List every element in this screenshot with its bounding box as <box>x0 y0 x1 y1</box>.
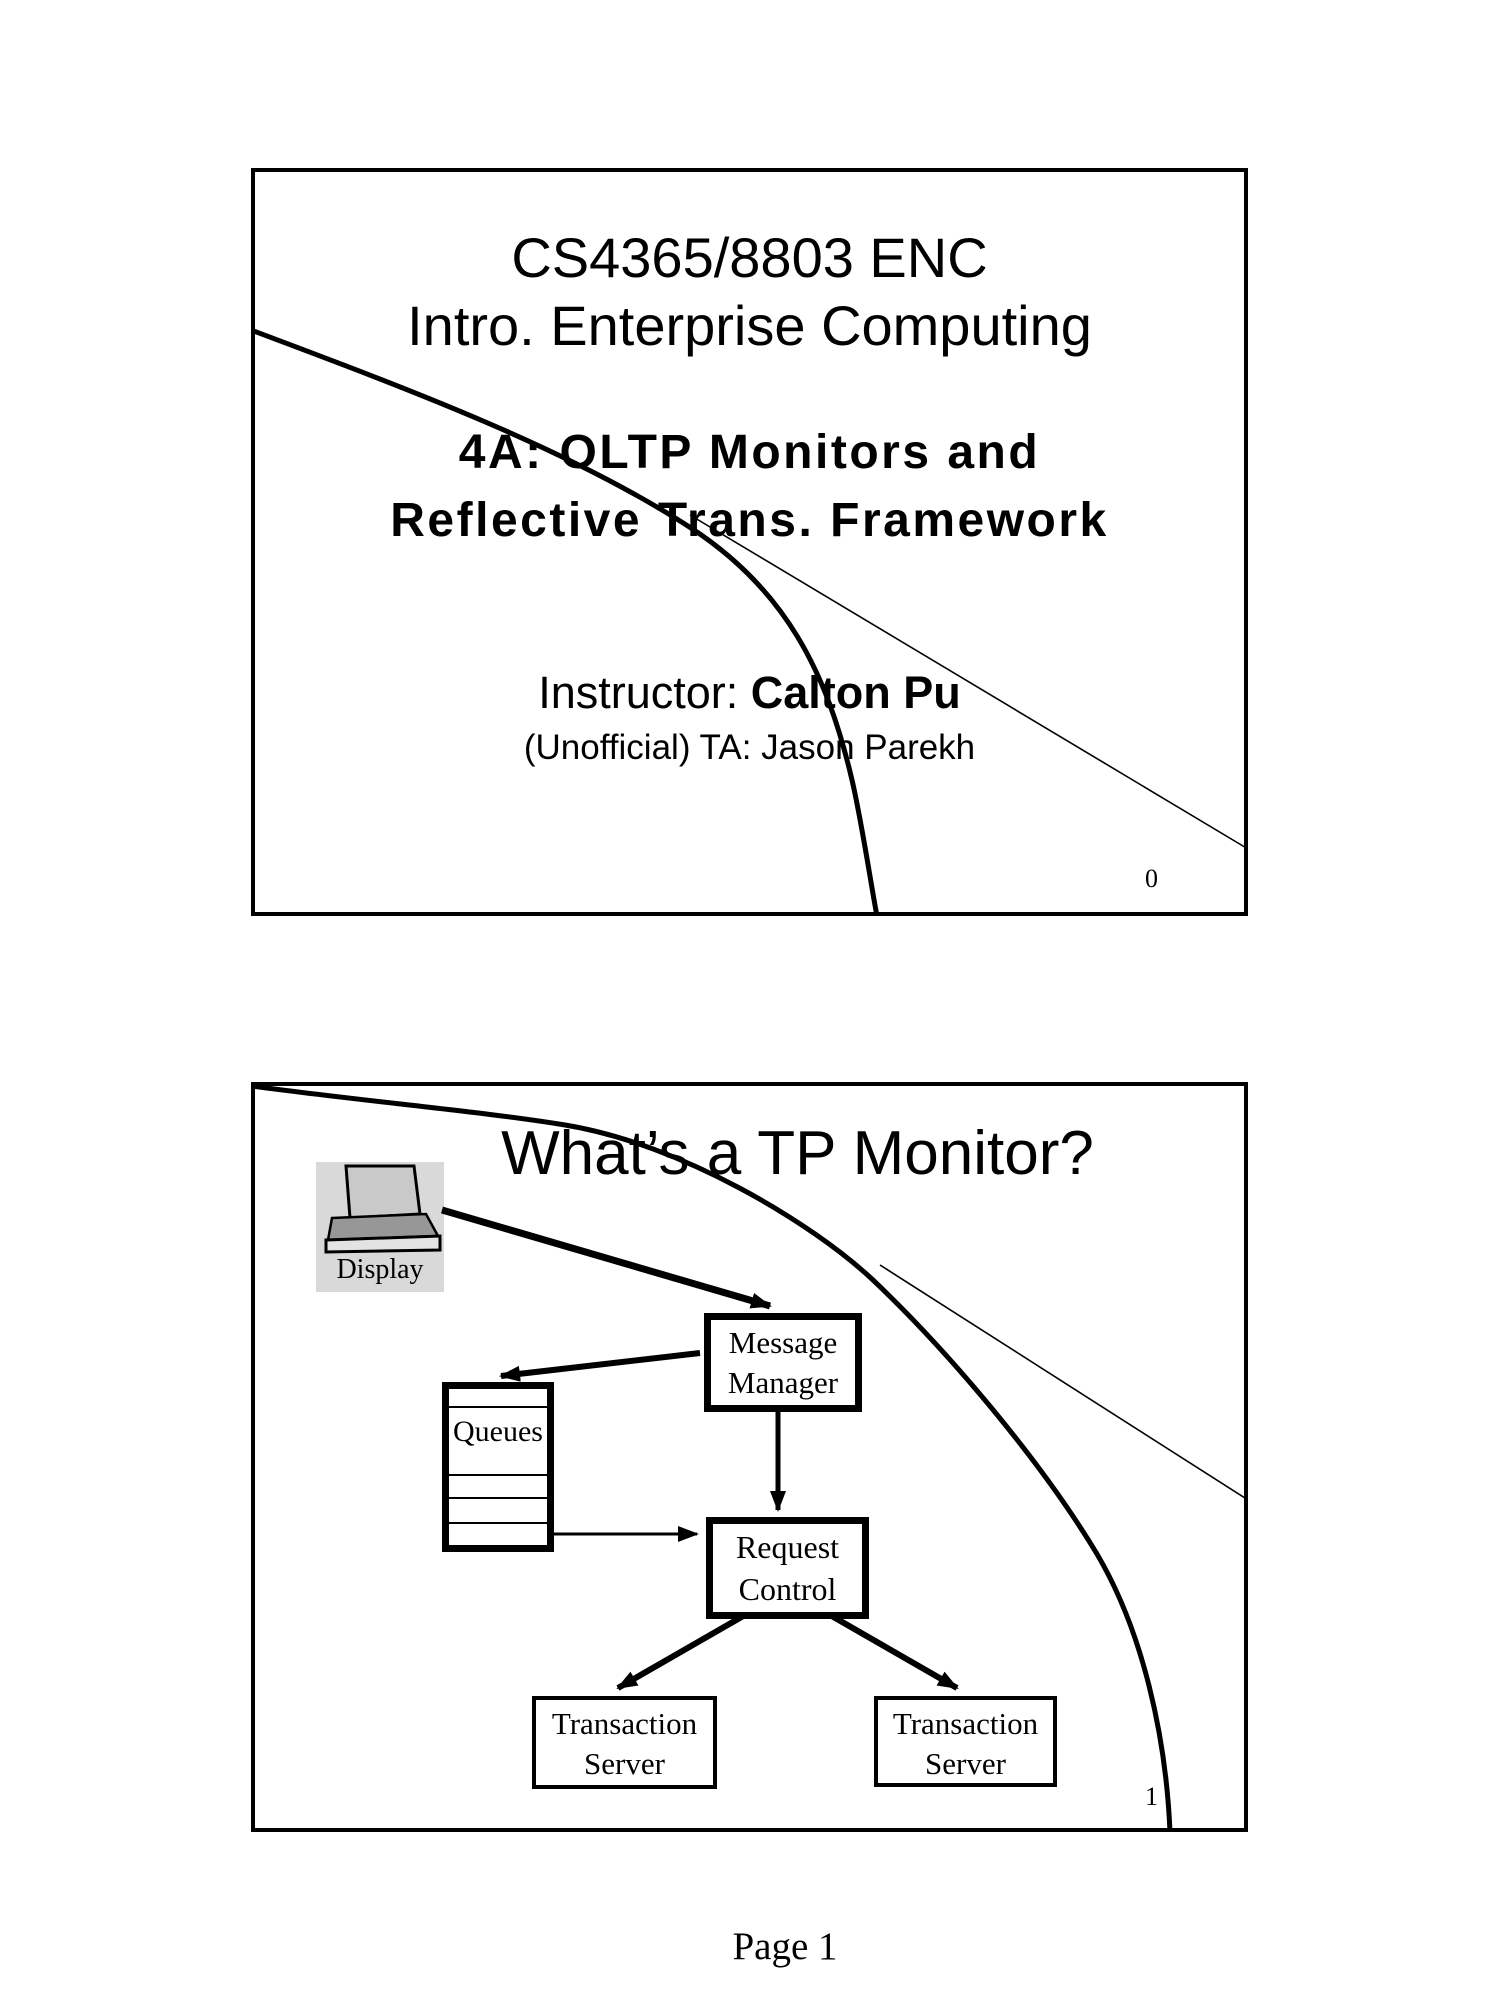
course-code-line: CS4365/8803 ENC <box>511 226 988 289</box>
slide-number: 0 <box>1145 864 1158 893</box>
message-manager-label-line2: Manager <box>727 1365 839 1400</box>
design-arc <box>251 327 880 916</box>
instructor-prefix: Instructor: <box>538 667 751 718</box>
queue-slot-divider <box>449 1497 547 1499</box>
arrow-request-control-to-transaction-server-left <box>616 1612 747 1691</box>
queue-slot-divider <box>449 1406 547 1408</box>
message-manager-box: Message Manager <box>704 1313 862 1412</box>
queue-slot-divider <box>449 1522 547 1524</box>
transaction-server-label-line2: Server <box>925 1746 1006 1781</box>
queues-box: Queues <box>442 1382 554 1552</box>
lecture-title-line1: 4A: OLTP Monitors and <box>458 426 1041 479</box>
instructor-name: Calton Pu <box>750 667 961 718</box>
lecture-title: 4A: OLTP Monitors and Reflective Trans. … <box>255 419 1244 555</box>
terminal-screen <box>344 1164 422 1220</box>
instructor-line: Instructor: Calton Pu <box>255 667 1244 719</box>
transaction-server-label-line1: Transaction <box>551 1706 698 1741</box>
queue-slot-divider <box>449 1474 547 1476</box>
slide-number: 1 <box>1145 1782 1158 1811</box>
request-control-label-line2: Control <box>738 1571 837 1607</box>
display-node: Display <box>316 1162 444 1292</box>
computer-terminal-icon <box>324 1164 442 1254</box>
request-control-label-line1: Request <box>735 1529 840 1565</box>
arrow-message-manager-to-queues <box>499 1350 701 1382</box>
transaction-server-box-left: Transaction Server <box>532 1696 717 1789</box>
slide-2: What’s a TP Monitor? Display Message Man… <box>251 1082 1248 1832</box>
terminal-base <box>324 1234 442 1254</box>
request-control-box: Request Control <box>706 1517 869 1619</box>
course-heading: CS4365/8803 ENC Intro. Enterprise Comput… <box>255 224 1244 360</box>
transaction-server-label-line2: Server <box>584 1746 665 1781</box>
design-diagonal-line <box>879 1264 1248 1501</box>
course-name-line: Intro. Enterprise Computing <box>407 294 1092 357</box>
transaction-server-label-line1: Transaction <box>892 1706 1039 1741</box>
message-manager-label-line1: Message <box>728 1325 838 1360</box>
display-label: Display <box>336 1254 424 1285</box>
arrow-display-to-message-manager <box>441 1206 772 1310</box>
ta-line: (Unofficial) TA: Jason Parekh <box>523 728 976 767</box>
transaction-server-box-right: Transaction Server <box>874 1696 1057 1787</box>
lecture-title-line2: Reflective Trans. Framework <box>390 494 1109 547</box>
slide-1: CS4365/8803 ENC Intro. Enterprise Comput… <box>251 168 1248 916</box>
arrow-request-control-to-transaction-server-right <box>828 1612 959 1691</box>
queues-label: Queues <box>453 1415 543 1448</box>
page-number-label: Page 1 <box>732 1925 838 1968</box>
